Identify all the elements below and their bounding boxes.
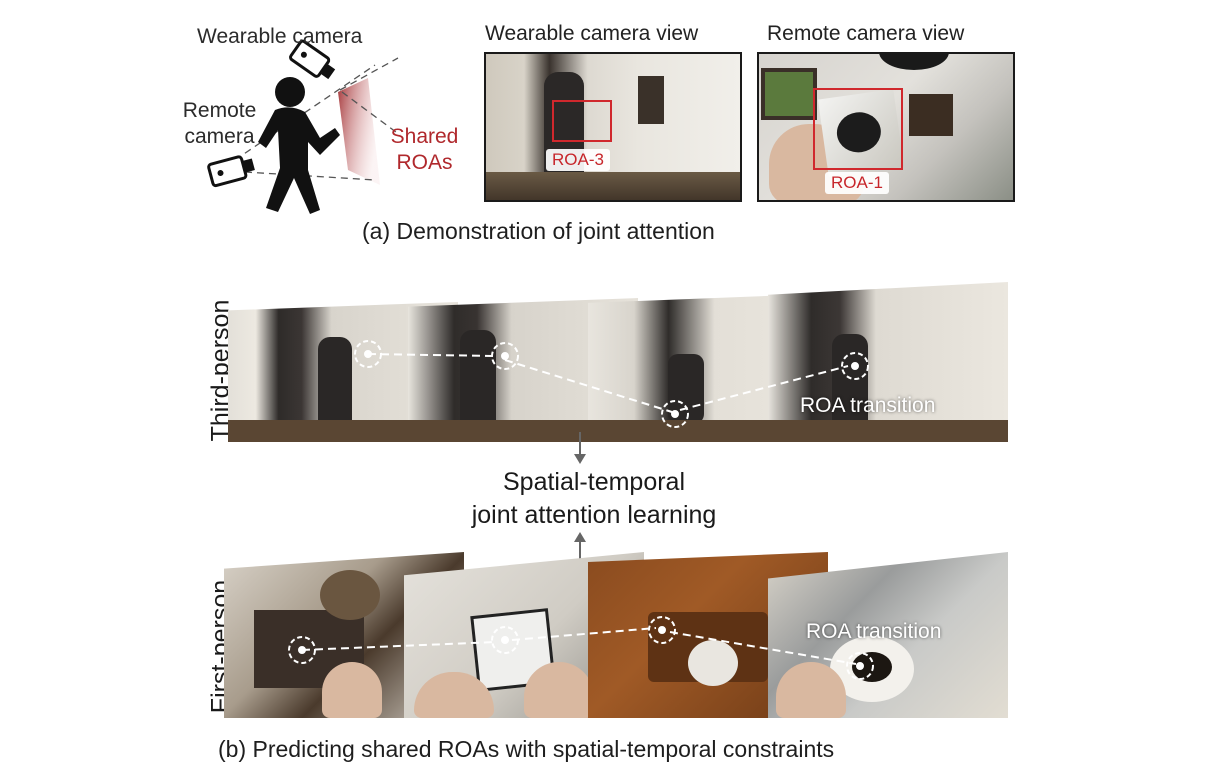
person-silhouette-icon (258, 77, 340, 214)
remote-camera-view: ROA-1 (757, 52, 1015, 202)
roa-1-box (813, 88, 903, 170)
wearable-camera-icon (289, 39, 336, 80)
wall-clock (879, 54, 949, 70)
attention-circle-icon (288, 616, 874, 680)
joint-attention-illustration (207, 39, 401, 214)
remote-view-title: Remote camera view (767, 22, 965, 45)
wearable-camera-view: ROA-3 (484, 52, 742, 202)
caption-b: (b) Predicting shared ROAs with spatial-… (218, 736, 835, 762)
shared-roa-cone (338, 78, 380, 185)
shelf-box (909, 94, 953, 136)
roa-transition-label-top: ROA transition (800, 394, 936, 417)
attention-circle-icon (354, 340, 869, 428)
floor (486, 172, 740, 200)
first-person-frame-4 (768, 552, 1008, 718)
wall-shelf (638, 76, 664, 124)
center-label: Spatial-temporal joint attention learnin… (471, 468, 717, 529)
wearable-camera-label: Wearable camera (197, 25, 363, 48)
caption-a: (a) Demonstration of joint attention (362, 218, 715, 244)
roa-3-box (552, 100, 612, 142)
roa-transition-label-bottom: ROA transition (806, 620, 942, 643)
roa-1-tag: ROA-1 (825, 172, 889, 194)
remote-camera-label: Remote camera (182, 99, 257, 148)
center-arrows (574, 432, 586, 562)
remote-camera-icon (207, 155, 255, 188)
picture-frame (761, 68, 817, 120)
shared-roas-label: Shared ROAs (390, 125, 459, 174)
wearable-view-title: Wearable camera view (485, 22, 699, 45)
third-person-frame-4 (768, 282, 1008, 442)
roa-3-tag: ROA-3 (546, 149, 610, 171)
